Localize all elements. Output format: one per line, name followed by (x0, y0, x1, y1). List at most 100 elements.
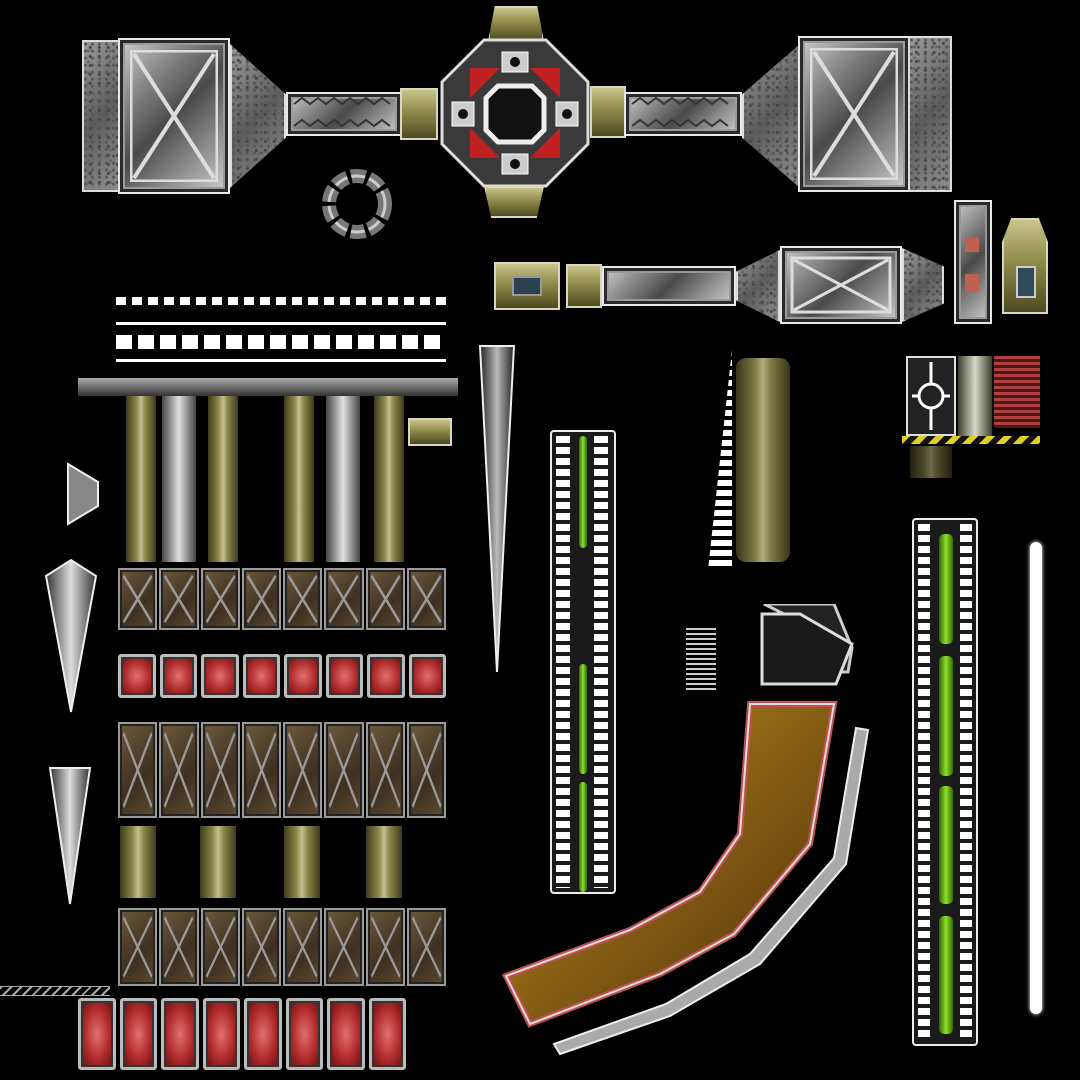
strip-taper (736, 250, 780, 322)
crate-tile (200, 908, 240, 986)
red-light (159, 654, 197, 698)
hub-top-light (488, 6, 544, 42)
ribbed-swatch (994, 356, 1040, 428)
right-light-column (912, 518, 978, 1046)
truss-beam-icon (293, 96, 391, 128)
crate-tile (159, 722, 199, 818)
center-light-column (550, 430, 616, 894)
spike-tall (478, 344, 516, 674)
red-light-row-1 (118, 654, 446, 698)
crate-row-1 (118, 568, 446, 630)
red-light (244, 998, 282, 1070)
crate-tile (406, 568, 446, 630)
tall-pod (954, 200, 992, 324)
crate-tile (283, 722, 323, 818)
spike-icon (478, 345, 516, 673)
light-strip-bottom (116, 322, 446, 362)
pillar-olive-3 (284, 396, 314, 562)
station-hub-icon (440, 38, 590, 188)
red-light-row-2 (78, 998, 406, 1070)
spike-icon (44, 558, 98, 713)
green-light (579, 436, 587, 548)
crate-tile (118, 908, 158, 986)
ring-segment (316, 168, 398, 240)
red-light (284, 654, 322, 698)
ring-segment-icon (322, 169, 392, 239)
strip-connector (566, 264, 602, 308)
crate-tile (200, 568, 240, 630)
pillar-olive-2 (208, 396, 238, 562)
olive-clamp (366, 826, 402, 898)
crate-tile (159, 908, 199, 986)
spike-icon (67, 462, 99, 526)
right-module-panel (798, 36, 910, 192)
station-hub (440, 38, 590, 188)
crate-tile (241, 722, 281, 818)
red-light (368, 998, 406, 1070)
crate-tile (324, 568, 364, 630)
red-light (201, 654, 239, 698)
red-light (325, 654, 363, 698)
crate-tile (241, 908, 281, 986)
left-taper-panel (230, 44, 286, 188)
olive-clamp (200, 826, 236, 898)
green-light (939, 534, 953, 644)
bottom-truss-strip (0, 986, 110, 996)
lamp-pod (1002, 218, 1048, 314)
x-brace-icon (130, 50, 218, 182)
olive-clamp (284, 826, 320, 898)
left-end-cap (82, 40, 120, 192)
right-connector (590, 86, 626, 138)
circuit-icon (912, 362, 950, 430)
right-taper-panel (742, 44, 800, 188)
strip-left-cap (494, 262, 560, 310)
green-light (939, 656, 953, 776)
pipe-swatch (958, 356, 992, 436)
crate-tile (118, 722, 158, 818)
strip-module (780, 246, 902, 324)
crate-tile (365, 568, 405, 630)
green-light (579, 782, 587, 892)
crate-tile (406, 908, 446, 986)
pillar-olive-4 (374, 396, 404, 562)
red-light (78, 998, 116, 1070)
pillar-block (78, 378, 458, 562)
hub-bottom-light (484, 186, 544, 218)
left-connector (400, 88, 438, 140)
pillar-silver-1 (162, 396, 196, 562)
spike-large (44, 558, 98, 714)
red-light (242, 654, 280, 698)
truss-beam-icon (631, 96, 729, 128)
tapered-light-panel (684, 350, 808, 570)
crate-tile (241, 568, 281, 630)
red-light (285, 998, 323, 1070)
red-light (327, 998, 365, 1070)
curved-beam (500, 602, 870, 1064)
pillar-silver-2 (326, 396, 360, 562)
red-light (202, 998, 240, 1070)
red-light (367, 654, 405, 698)
crate-tile (365, 908, 405, 986)
green-light (579, 664, 587, 774)
x-brace-icon (790, 256, 892, 314)
crate-tile (118, 568, 158, 630)
crate-row-3 (118, 908, 446, 986)
small-wedge (66, 462, 100, 526)
right-truss-beam (624, 92, 742, 136)
pillar-olive-1 (126, 396, 156, 562)
olive-clamp (120, 826, 156, 898)
red-light (161, 998, 199, 1070)
red-light (119, 998, 157, 1070)
right-end-cap (908, 36, 952, 192)
crate-tile (283, 568, 323, 630)
x-brace-icon (810, 48, 898, 180)
circuit-swatch (906, 356, 956, 436)
hazard-stripe-icon (902, 436, 1040, 444)
green-light (939, 786, 953, 904)
spike-icon (48, 767, 92, 905)
small-vents (686, 628, 716, 690)
strip-end (902, 248, 944, 322)
crate-tile (159, 568, 199, 630)
red-light (408, 654, 446, 698)
red-light (118, 654, 156, 698)
